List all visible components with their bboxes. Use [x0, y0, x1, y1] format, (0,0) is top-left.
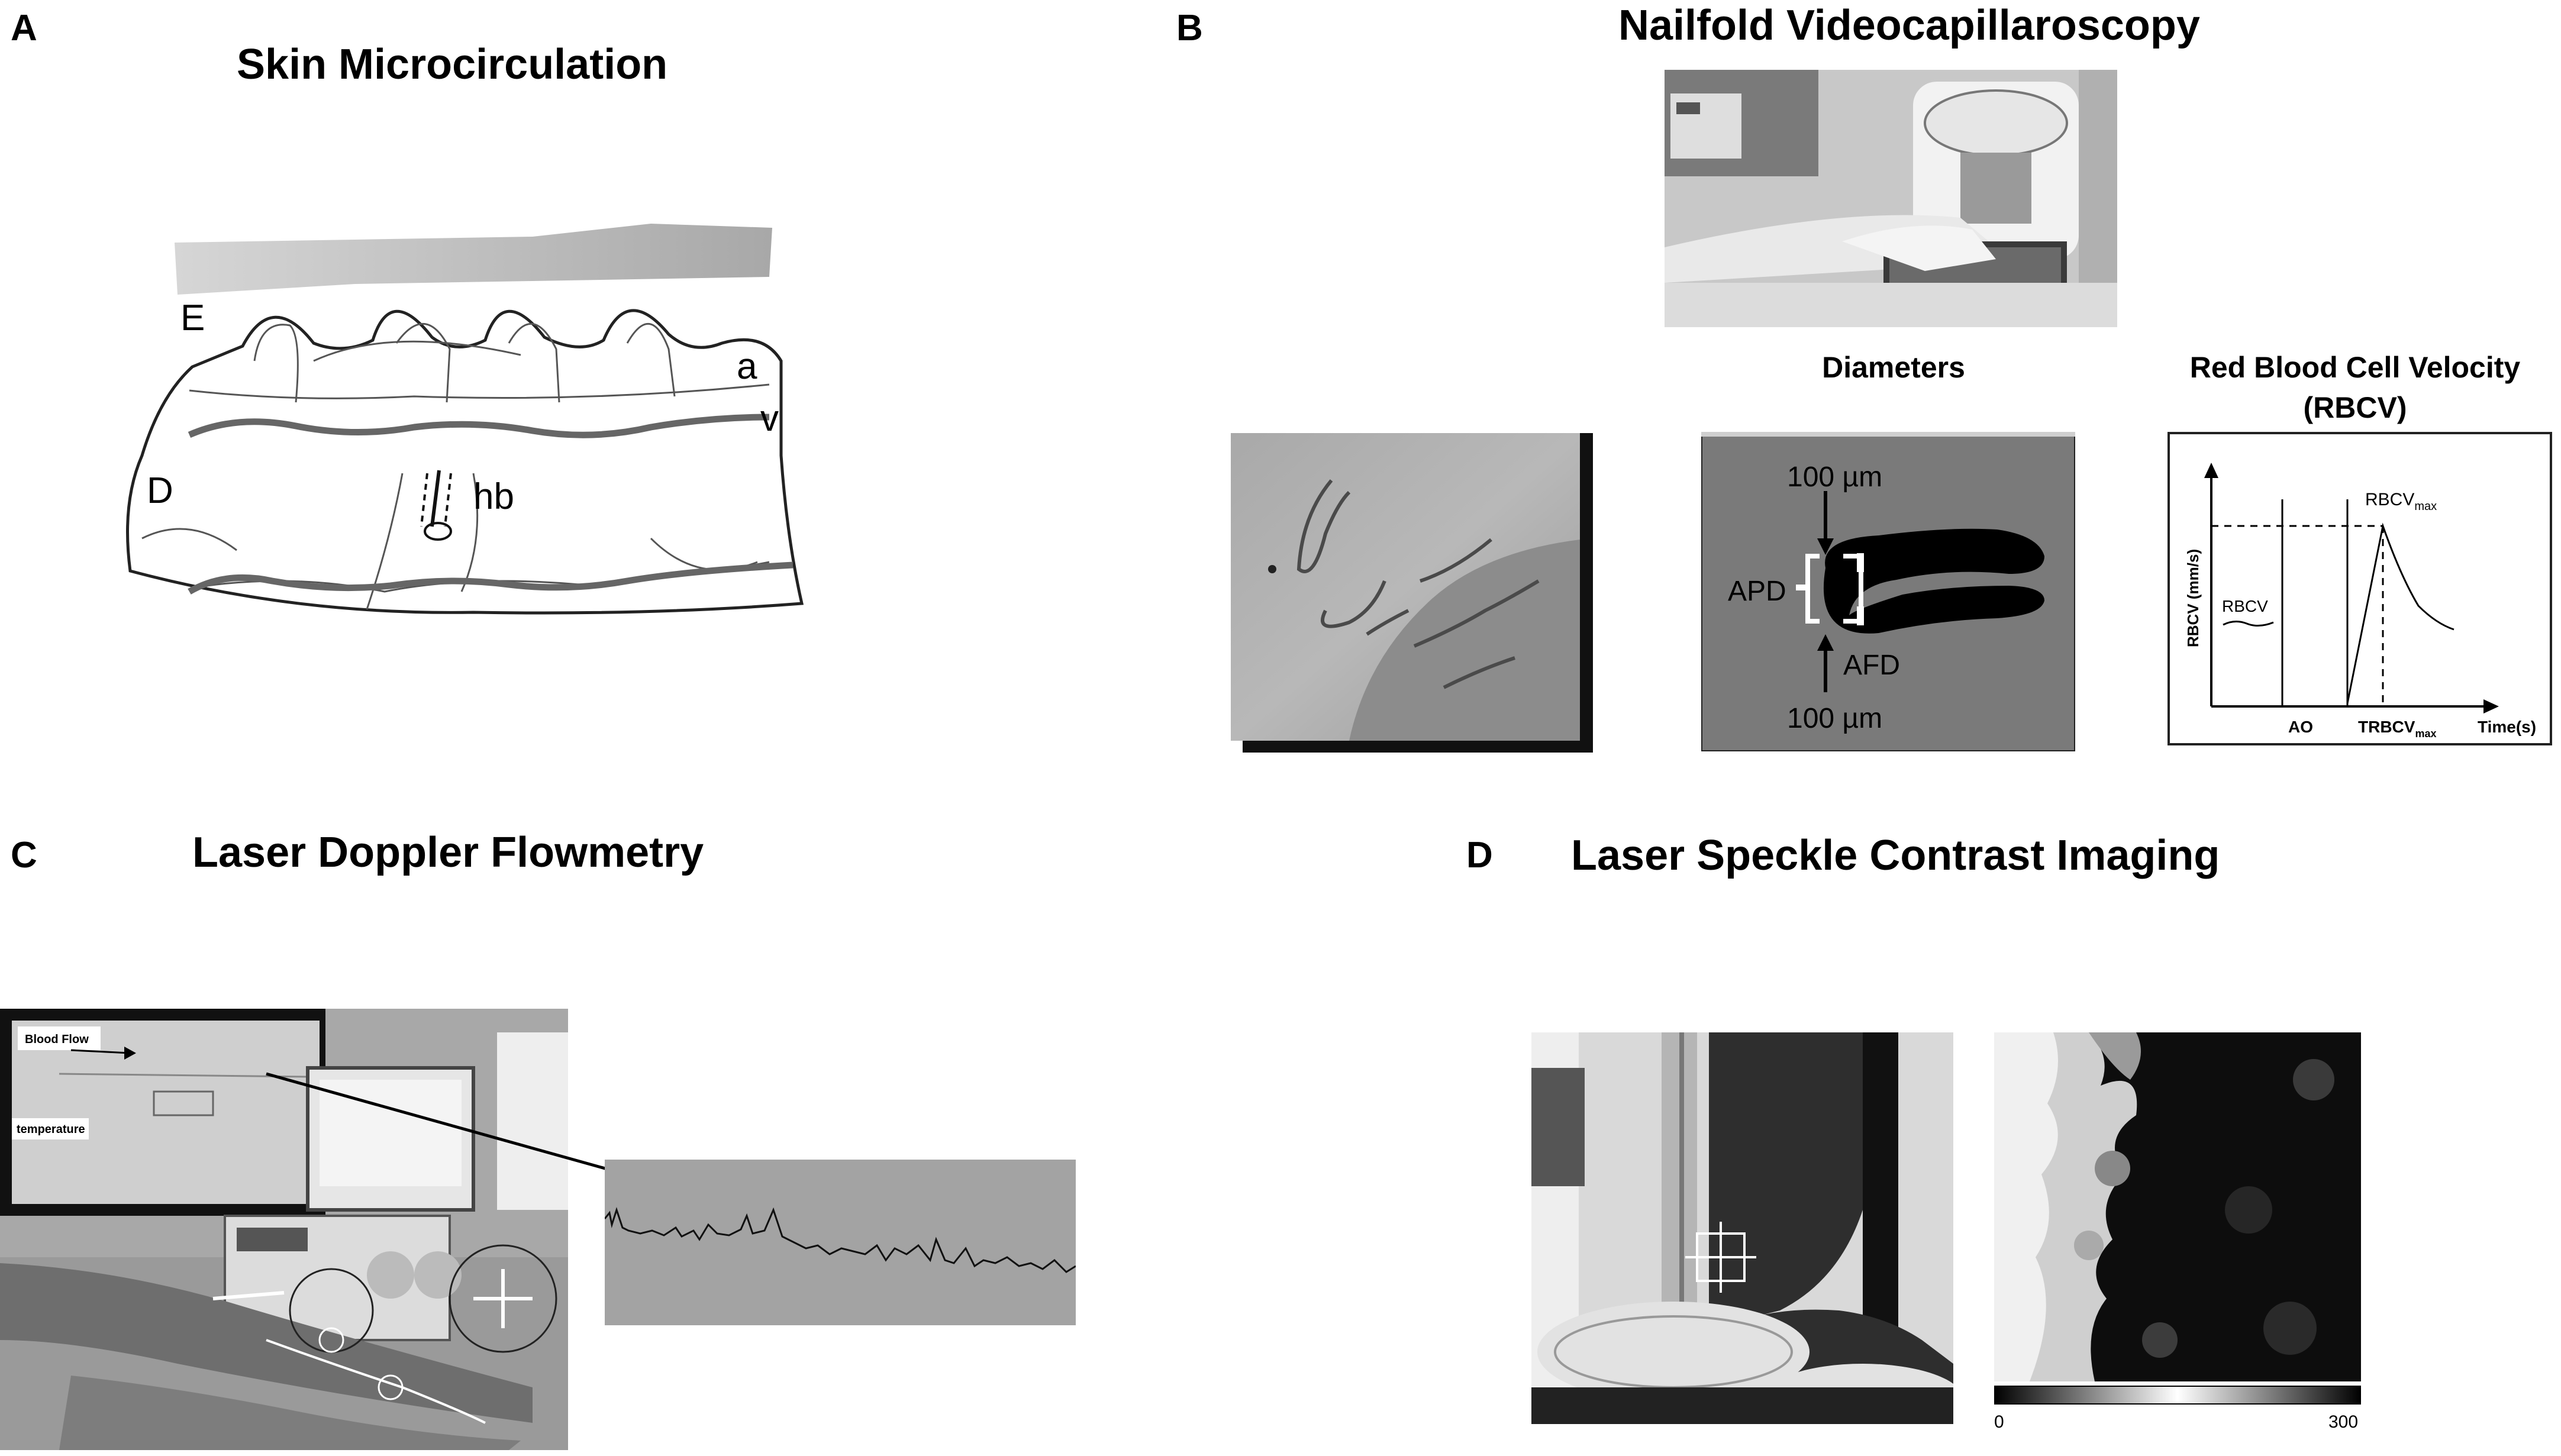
panel-b-title: Nailfold Videocapillaroscopy — [1618, 2, 2200, 49]
baseline-label: RBCV — [2222, 597, 2268, 615]
ao-label: AO — [2288, 718, 2313, 736]
bottom-um-label: 100 µm — [1787, 703, 1882, 734]
velocity-title-line1: Red Blood Cell Velocity — [2189, 351, 2521, 384]
blood-flow-label: Blood Flow — [25, 1033, 89, 1046]
panel-a-title: Skin Microcirculation — [237, 41, 668, 88]
chart-xlabel: Time(s) — [2478, 718, 2536, 736]
blood-flow-trace — [605, 1160, 1076, 1325]
afd-label: AFD — [1843, 650, 1900, 681]
epidermis-band — [175, 224, 772, 295]
top-um-label: 100 µm — [1787, 461, 1882, 493]
diameters-diagram: 100 µm 100 µm APD EFD AFD — [1701, 432, 2075, 751]
panel-letter-d: D — [1466, 835, 1493, 876]
colorbar-min: 0 — [1994, 1412, 2004, 1432]
velocity-trace — [2346, 522, 2454, 704]
skin-microcirculation-diagram: E a v D hb — [126, 224, 804, 615]
panel-c-title: Laser Doppler Flowmetry — [192, 829, 704, 876]
rbcv-chart: RBCV (mm/s) RBCV RBCVmax AO TRBCVmax Tim… — [2168, 432, 2552, 745]
label-a: a — [737, 346, 757, 387]
t-label: TRBCVmax — [2358, 718, 2436, 740]
colorbar — [1994, 1386, 2361, 1405]
apd-label: APD — [1728, 576, 1786, 607]
laser-doppler-photo: Blood Flow temperature — [0, 1009, 568, 1450]
label-E: E — [180, 298, 205, 338]
peak-label: RBCVmax — [2365, 490, 2437, 513]
chart-ylabel: RBCV (mm/s) — [2184, 549, 2202, 647]
superficial-plexus — [188, 414, 770, 438]
leg-photo — [1531, 1032, 1953, 1424]
panel-letter-c: C — [11, 835, 37, 876]
baseline-trace — [2223, 621, 2274, 627]
panel-letter-b: B — [1176, 8, 1203, 49]
perfusion-map: 0 300 — [1994, 1032, 2361, 1435]
panel-d-title: Laser Speckle Contrast Imaging — [1571, 832, 2220, 879]
label-v: v — [760, 398, 779, 439]
label-D: D — [147, 470, 173, 511]
microscope-photo — [1665, 70, 2117, 327]
capillary-loop — [1823, 528, 2044, 634]
efd-label: EFD — [1873, 543, 1930, 574]
temperature-label: temperature — [17, 1123, 85, 1136]
capillaroscopy-image — [1231, 433, 1593, 753]
panel-letter-a: A — [11, 8, 37, 49]
deep-plexus — [188, 561, 794, 595]
colorbar-max: 300 — [2328, 1412, 2358, 1432]
label-hb: hb — [473, 476, 514, 517]
diameters-title: Diameters — [1822, 351, 1965, 384]
hair-bulb — [420, 470, 452, 541]
velocity-title-line2: (RBCV) — [2303, 391, 2407, 424]
